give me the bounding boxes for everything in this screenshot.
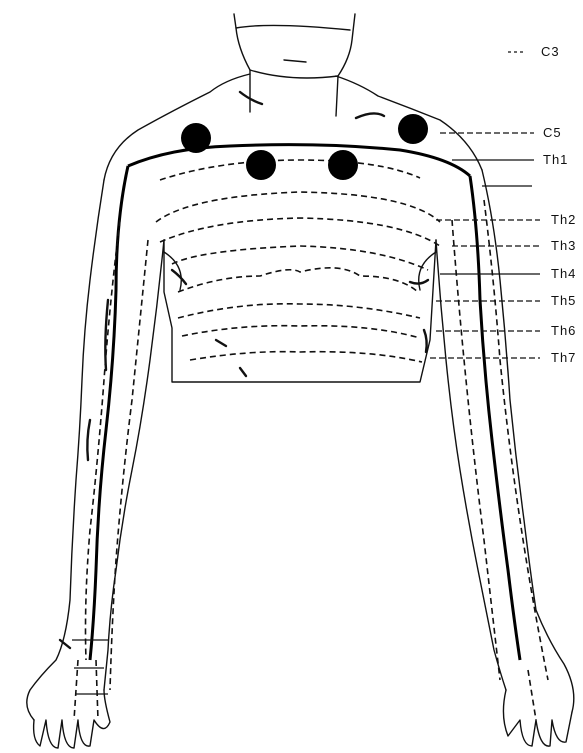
label-th4: Th4 — [551, 267, 576, 280]
label-th1: Th1 — [543, 153, 568, 166]
marker-right-upper-chest — [328, 150, 358, 180]
marker-right-shoulder — [398, 114, 428, 144]
label-th2: Th2 — [551, 213, 576, 226]
dermatome-boundary-solid — [90, 145, 520, 660]
marker-left-upper-chest — [246, 150, 276, 180]
label-th6: Th6 — [551, 324, 576, 337]
label-th3: Th3 — [551, 239, 576, 252]
body-outline — [27, 14, 574, 748]
label-th5: Th5 — [551, 294, 576, 307]
marker-left-shoulder — [181, 123, 211, 153]
label-c3: C3 — [541, 45, 560, 58]
shading-strokes — [60, 92, 428, 648]
label-c5: C5 — [543, 126, 562, 139]
label-th7: Th7 — [551, 351, 576, 364]
